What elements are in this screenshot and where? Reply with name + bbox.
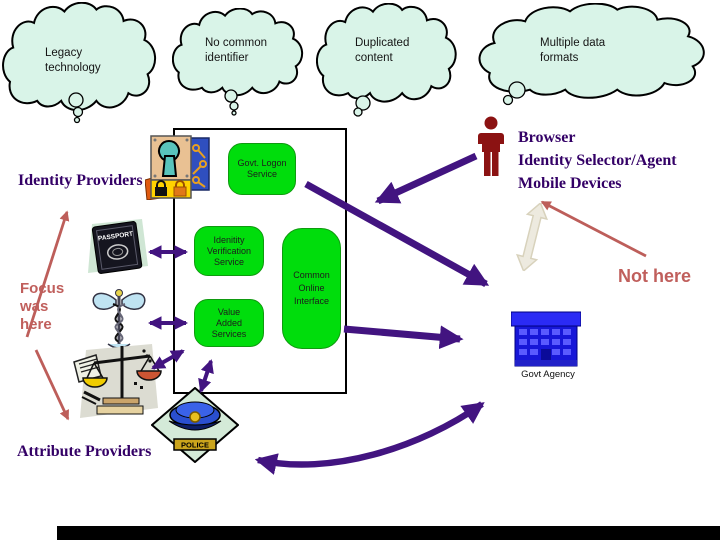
police-banner-text: POLICE <box>181 441 209 450</box>
cloud-label: No common identifier <box>205 36 267 66</box>
police-cap-icon: POLICE <box>151 387 239 463</box>
cloud-line: content <box>355 52 393 64</box>
service-label-line: Verification <box>206 245 252 256</box>
cloud-line: Multiple data <box>540 37 606 49</box>
passport-title-text: PASSPORT <box>98 231 134 243</box>
arrow-interface-to-agency <box>343 325 464 350</box>
service-govt-logon: Govt. Logon Service <box>228 143 296 195</box>
cloud-label: Duplicated content <box>355 36 409 66</box>
browser-identity-heading: Browser Identity Selector/Agent Mobile D… <box>518 126 677 195</box>
attribute-providers-heading: Attribute Providers <box>17 443 152 460</box>
service-identity-verification: Idenitity Verification Service <box>194 226 264 276</box>
service-label-line: Govt. Logon <box>237 158 287 168</box>
cloud-label: Legacy technology <box>45 46 101 76</box>
service-label-line: Common <box>293 270 330 280</box>
government-building-icon <box>511 311 581 367</box>
scales-of-justice-icon <box>73 344 162 418</box>
focus-was-here-label: Focus was here <box>20 280 64 334</box>
person-user-icon <box>478 116 504 176</box>
bottom-bar <box>57 526 720 540</box>
cloud-label: Multiple data formats <box>540 36 605 66</box>
service-label-line: Added <box>215 317 242 328</box>
browser-line: Identity Selector/Agent <box>518 152 677 169</box>
govt-agency-caption: Govt Agency <box>521 369 575 380</box>
service-label-line: Idenitity <box>213 234 245 245</box>
service-label-line: Service <box>246 169 277 179</box>
cloud-line: Legacy <box>45 47 83 59</box>
arrow-bottom-curve <box>254 401 485 475</box>
caduceus-icon <box>92 289 146 349</box>
browser-line: Mobile Devices <box>518 175 622 192</box>
service-label-line: Online <box>298 283 325 293</box>
cloud-line: Duplicated <box>355 37 410 49</box>
thought-cloud-legacy-technology: Legacy technology <box>2 2 162 116</box>
arrow-user-to-framework <box>374 152 478 205</box>
focus-line: Focus <box>20 280 65 297</box>
thought-cloud-no-common-identifier: No common identifier <box>172 8 308 100</box>
secure-door-lock-icon <box>145 135 210 200</box>
service-label-line: Service <box>213 256 244 267</box>
identity-providers-heading: Identity Providers <box>18 172 143 189</box>
cloud-line: formats <box>540 52 579 64</box>
cloud-shape <box>2 2 162 116</box>
service-label-line: Services <box>211 328 247 339</box>
service-common-online-interface: Common Online Interface <box>282 228 341 349</box>
passport-icon: PASSPORT <box>88 219 148 274</box>
service-label-line: Value <box>217 306 241 317</box>
thought-cloud-duplicated-content: Duplicated content <box>316 3 462 107</box>
cloud-line: identifier <box>205 52 249 64</box>
focus-line: was <box>20 298 49 315</box>
cloud-shape <box>478 3 714 103</box>
cloud-line: technology <box>45 62 101 74</box>
service-label-line: Interface <box>293 296 329 306</box>
thought-cloud-multiple-data-formats: Multiple data formats <box>478 3 714 103</box>
cream-double-arrow <box>515 201 549 273</box>
cloud-shape <box>172 8 308 100</box>
arrow-nothere-to-browser <box>540 200 647 258</box>
arrow-focus-to-attribute-providers <box>34 349 70 421</box>
service-value-added: Value Added Services <box>194 299 264 347</box>
not-here-label: Not here <box>618 266 692 286</box>
cloud-shape <box>316 3 462 107</box>
cloud-line: No common <box>205 37 267 49</box>
focus-line: here <box>20 316 52 333</box>
browser-line: Browser <box>518 129 576 146</box>
